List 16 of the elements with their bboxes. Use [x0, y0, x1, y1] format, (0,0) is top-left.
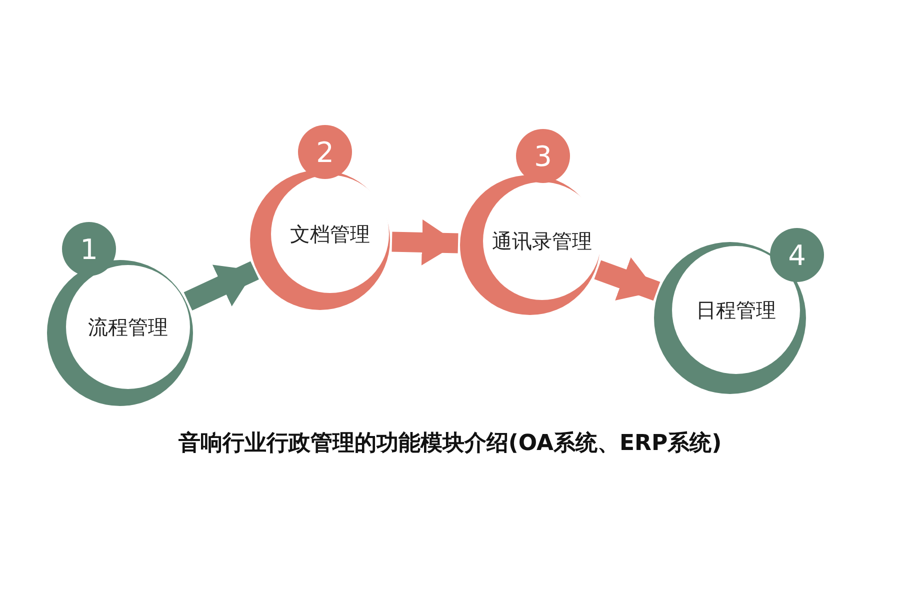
block-arrow	[184, 261, 259, 310]
step-number: 4	[788, 238, 806, 272]
module-name: 通讯录管理	[492, 228, 592, 254]
step-number: 1	[80, 232, 98, 266]
step-number: 3	[534, 140, 552, 172]
number-badge	[770, 228, 824, 282]
module-name: 文档管理	[290, 220, 370, 248]
number-badge	[298, 125, 352, 179]
number-badge	[516, 129, 570, 183]
diagram-title: 音响行业行政管理的功能模块介绍(OA系统、ERP系统)	[178, 431, 722, 456]
step-number: 2	[316, 136, 334, 168]
number-badge	[62, 222, 116, 276]
module-name: 日程管理	[696, 296, 776, 324]
block-arrow	[392, 219, 458, 266]
module-name: 流程管理	[88, 314, 168, 340]
block-arrow	[594, 257, 660, 301]
